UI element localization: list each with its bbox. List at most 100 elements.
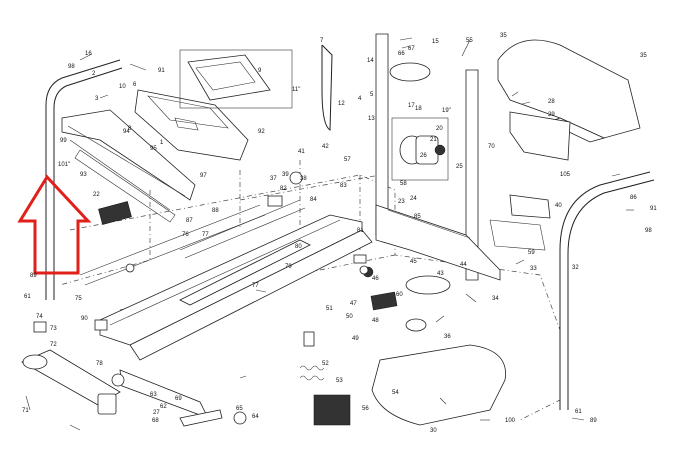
callout-c4: 4 (358, 96, 362, 102)
hood-bracket (509, 111, 571, 161)
callout-c14: 14 (367, 58, 374, 64)
callout-c77b: 77 (252, 283, 259, 289)
console-overlay-inset (179, 49, 293, 109)
callout-c84: 84 (310, 197, 317, 203)
callout-c32: 32 (572, 265, 579, 271)
callout-c85: 85 (414, 214, 421, 220)
callout-c78: 78 (96, 361, 103, 367)
callout-c20: 20 (436, 126, 443, 132)
belt-bundle (313, 394, 351, 426)
callout-c40: 40 (555, 203, 562, 209)
callout-c70: 70 (488, 144, 495, 150)
callout-c82: 82 (280, 186, 287, 192)
callout-c36: 36 (444, 334, 451, 340)
callout-c98b: 98 (645, 228, 652, 234)
callout-c55: 55 (466, 38, 473, 44)
callout-c67: 67 (408, 46, 415, 52)
callout-c24: 24 (410, 196, 417, 202)
callout-c30: 30 (430, 428, 437, 434)
base-plate (371, 344, 506, 426)
callout-c92: 92 (258, 129, 265, 135)
red-indicator-arrow (17, 174, 92, 275)
callout-c2: 2 (92, 71, 96, 77)
callout-c3: 3 (95, 96, 99, 102)
callout-c29: 29 (548, 112, 555, 118)
callout-c98a: 98 (68, 64, 75, 70)
fasteners (25, 37, 634, 431)
elevation-assembly (362, 266, 451, 332)
callout-c97: 97 (200, 173, 207, 179)
callout-c44: 44 (460, 262, 467, 268)
drive-belt (389, 62, 431, 82)
motor-inset (391, 117, 449, 181)
callout-c7: 7 (320, 38, 324, 44)
left-frame-dashed-outline (59, 174, 381, 286)
callout-c43: 43 (437, 271, 444, 277)
callout-c69: 69 (175, 396, 182, 402)
callout-c49: 49 (352, 336, 359, 342)
callout-c28: 28 (548, 99, 555, 105)
callout-c101: 101" (58, 162, 70, 168)
callout-c16a: 16 (85, 51, 92, 57)
chain-links (299, 365, 325, 381)
callout-c95: 95 (150, 146, 157, 152)
callout-c46: 46 (372, 276, 379, 282)
callout-c60: 60 (396, 292, 403, 298)
callout-c23: 23 (398, 199, 405, 205)
callout-c74: 74 (36, 314, 43, 320)
callout-c100: 100 (505, 418, 516, 424)
callout-c9: 9 (258, 68, 262, 74)
right-upright-tube (559, 171, 655, 410)
callout-c39: 39 (282, 172, 289, 178)
callout-c1: 1 (160, 140, 164, 146)
callout-c86: 86 (630, 195, 637, 201)
callout-c64: 64 (252, 414, 259, 420)
callout-c17: 17 (408, 103, 415, 109)
callout-c89b: 89 (590, 418, 597, 424)
left-upright-tube (45, 59, 123, 300)
callout-c12: 12 (338, 101, 345, 107)
callout-c59: 59 (528, 250, 535, 256)
callout-c75: 75 (75, 296, 82, 302)
callout-c87: 87 (186, 218, 193, 224)
callout-c105: 105 (560, 172, 571, 178)
callout-c91b: 91 (650, 206, 657, 212)
deck-assembly (79, 199, 373, 361)
callout-c89a: 89 (30, 273, 37, 279)
console-assembly (134, 89, 249, 161)
callout-c45: 45 (410, 259, 417, 265)
callout-c5: 5 (370, 92, 374, 98)
controller-plate (489, 219, 546, 251)
callout-c22: 22 (93, 192, 100, 198)
callout-c80: 80 (295, 244, 302, 250)
callout-c68: 68 (152, 418, 159, 424)
callout-c56: 56 (362, 406, 369, 412)
callout-c81: 81 (357, 228, 364, 234)
callout-c27: 27 (153, 410, 160, 416)
controller-board (509, 194, 551, 219)
callout-c54: 54 (392, 390, 399, 396)
callout-c26: 26 (420, 153, 427, 159)
wire-harness (321, 44, 333, 131)
callout-c58: 58 (400, 181, 407, 187)
callout-c42: 42 (322, 144, 329, 150)
callout-c73: 73 (50, 326, 57, 332)
callout-c21: 21 (430, 137, 437, 143)
callout-c90: 90 (81, 316, 88, 322)
callout-c48: 48 (372, 318, 379, 324)
small-parts (33, 171, 369, 347)
callout-c99: 99 (60, 138, 67, 144)
callout-c41: 41 (298, 149, 305, 155)
callout-c62: 62 (160, 404, 167, 410)
callout-c19: 19" (442, 108, 451, 114)
callout-c83: 83 (340, 183, 347, 189)
callout-c38: 38 (300, 176, 307, 182)
callout-c37: 37 (270, 176, 277, 182)
callout-c35a: 35 (500, 33, 507, 39)
front-roller (111, 369, 247, 427)
callout-c34: 34 (492, 296, 499, 302)
callout-c79: 79 (285, 264, 292, 270)
